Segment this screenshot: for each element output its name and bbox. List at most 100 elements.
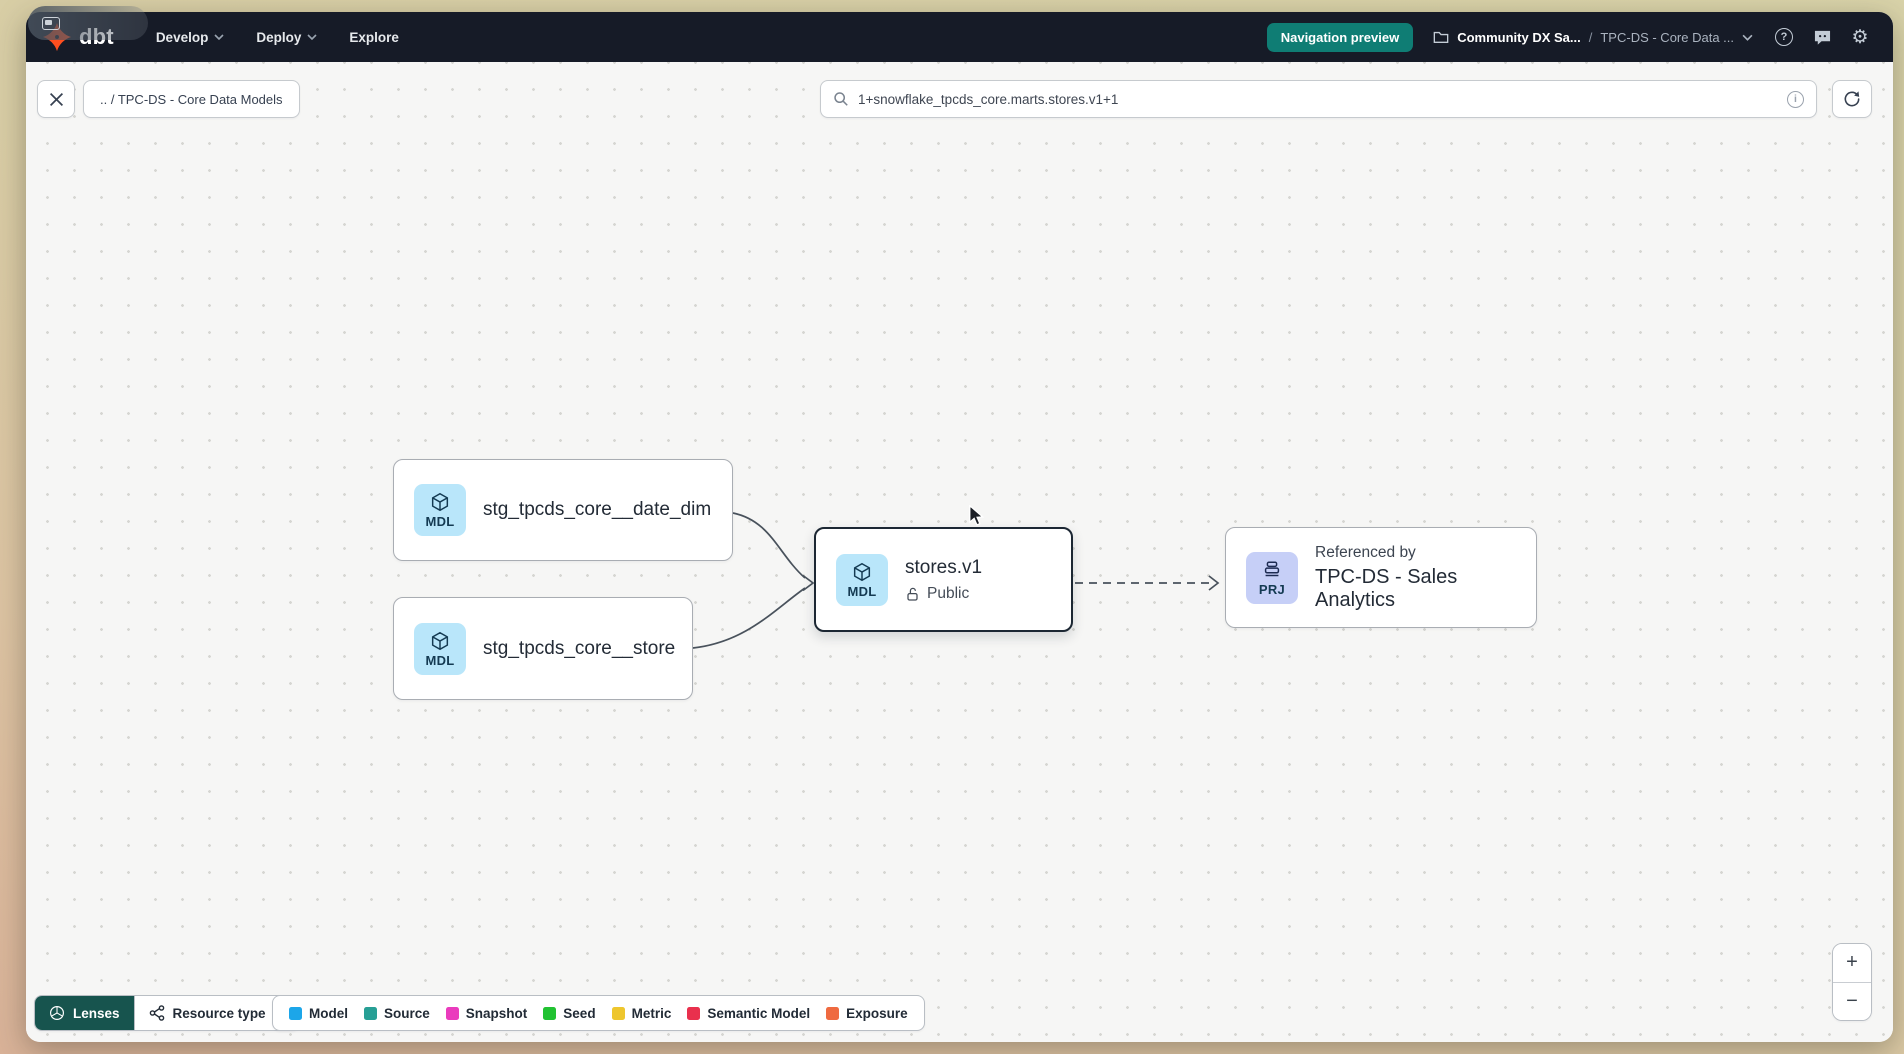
node-stg-tpcds-core-date-dim[interactable]: MDL stg_tpcds_core__date_dim: [393, 459, 733, 561]
lenses-label: Lenses: [73, 1005, 120, 1021]
menu-explore[interactable]: Explore: [337, 22, 411, 53]
node-kicker: Referenced by: [1315, 543, 1416, 561]
dbt-app-window: dbt Develop Deploy Explore Navigation pr…: [26, 12, 1893, 1042]
legend-item-seed: Seed: [543, 1005, 596, 1021]
zoom-out-button[interactable]: −: [1833, 982, 1871, 1020]
breadcrumb-project: TPC-DS - Core Data ...: [1600, 29, 1734, 45]
legend-swatch: [289, 1006, 302, 1020]
legend-swatch: [611, 1006, 625, 1020]
settings-button[interactable]: ⚙: [1849, 26, 1871, 48]
project-badge: PRJ: [1246, 551, 1298, 604]
resource-type-label: Resource type: [172, 1005, 266, 1021]
menu-develop[interactable]: Develop: [144, 22, 237, 53]
breadcrumb-separator: /: [1588, 29, 1593, 45]
lens-controls: Lenses Resource type: [34, 995, 300, 1031]
legend-label: Model: [309, 1005, 348, 1021]
edge-date-dim-to-stores: [732, 512, 806, 579]
legend-swatch: [445, 1006, 459, 1020]
zoom-controls: + −: [1832, 943, 1872, 1021]
chevron-down-icon: [214, 34, 224, 40]
edge-arrowhead: [1208, 575, 1220, 591]
resource-type-legend: Model Source Snapshot Seed Metric: [272, 995, 925, 1031]
node-stores-v1-selected[interactable]: MDL stores.v1 Public: [814, 527, 1073, 632]
node-label: stg_tpcds_core__date_dim: [483, 499, 712, 520]
legend-label: Exposure: [846, 1005, 908, 1021]
mouse-cursor: [969, 505, 985, 526]
breadcrumb[interactable]: Community DX Sa... / TPC-DS - Core Data …: [1433, 30, 1753, 45]
zoom-in-button[interactable]: +: [1833, 944, 1871, 983]
legend-label: Metric: [631, 1005, 672, 1021]
refresh-icon: [1844, 91, 1860, 107]
cube-icon: [431, 492, 449, 512]
node-access-row: Public: [905, 585, 982, 603]
refresh-lineage-button[interactable]: [1832, 80, 1872, 118]
feedback-button[interactable]: [1811, 26, 1833, 48]
help-button[interactable]: ?: [1773, 26, 1795, 48]
lineage-selector-input[interactable]: [858, 91, 1778, 107]
help-icon: ?: [1775, 28, 1793, 46]
screen-share-overlay: [28, 6, 148, 40]
unlock-icon: [907, 587, 918, 601]
legend-item-source: Source: [364, 1006, 430, 1021]
navbar-icon-group: ? ⚙: [1773, 26, 1871, 48]
legend-item-metric: Metric: [611, 1005, 672, 1021]
legend-label: Snapshot: [465, 1005, 528, 1021]
node-access-label: Public: [927, 584, 970, 602]
menu-develop-label: Develop: [155, 29, 209, 45]
chevron-down-icon: [307, 34, 317, 40]
model-badge: MDL: [836, 553, 888, 606]
cube-icon: [853, 562, 871, 581]
navigation-preview-badge[interactable]: Navigation preview: [1266, 22, 1414, 52]
edge-arrowhead: [802, 574, 815, 592]
legend-label: Seed: [563, 1005, 596, 1021]
badge-label: MDL: [425, 652, 455, 668]
legend-swatch: [543, 1006, 557, 1020]
model-badge: MDL: [414, 622, 466, 675]
close-icon: [49, 92, 63, 106]
close-lineage-button[interactable]: [37, 80, 75, 118]
legend-item-semantic-model: Semantic Model: [687, 1006, 810, 1021]
chat-bubble-icon: [1814, 30, 1830, 45]
legend-label: Semantic Model: [707, 1005, 811, 1021]
legend-swatch: [364, 1006, 377, 1020]
navbar-right: Navigation preview Community DX Sa... / …: [1266, 22, 1871, 52]
edge-store-to-stores: [692, 587, 806, 649]
node-label: stores.v1: [905, 556, 983, 578]
legend-swatch: [687, 1006, 701, 1020]
window-icon: [42, 16, 60, 30]
node-text-block: stores.v1 Public: [905, 557, 982, 603]
node-stg-tpcds-core-store[interactable]: MDL stg_tpcds_core__store: [393, 597, 693, 700]
lineage-search-bar[interactable]: i: [820, 80, 1817, 118]
node-label: stg_tpcds_core__store: [483, 637, 676, 659]
main-menu: Develop Deploy Explore: [144, 22, 411, 53]
model-badge: MDL: [414, 484, 466, 536]
archive-icon: [1264, 560, 1280, 576]
menu-deploy[interactable]: Deploy: [244, 22, 329, 53]
folder-icon: [1433, 31, 1449, 43]
gear-icon: ⚙: [1851, 26, 1869, 48]
breadcrumb-account: Community DX Sa...: [1457, 29, 1581, 45]
cube-icon: [431, 631, 449, 650]
lenses-button[interactable]: Lenses: [35, 996, 134, 1030]
chevron-down-icon: [1742, 34, 1753, 41]
node-text-block: Referenced by TPC-DS - Sales Analytics: [1315, 544, 1516, 612]
badge-label: MDL: [425, 514, 455, 529]
legend-item-exposure: Exposure: [826, 1006, 908, 1021]
selector-info-icon[interactable]: i: [1787, 90, 1804, 108]
badge-label: PRJ: [1258, 581, 1286, 597]
lineage-breadcrumb-chip[interactable]: .. / TPC-DS - Core Data Models: [83, 80, 300, 118]
resource-type-icon: [149, 1005, 164, 1021]
lineage-canvas[interactable]: .. / TPC-DS - Core Data Models i: [26, 62, 1893, 1042]
node-referenced-by-sales-analytics[interactable]: PRJ Referenced by TPC-DS - Sales Analyti…: [1225, 527, 1537, 628]
legend-item-snapshot: Snapshot: [445, 1005, 528, 1021]
search-icon: [834, 92, 848, 106]
badge-label: MDL: [847, 583, 877, 599]
legend-swatch: [826, 1006, 840, 1020]
legend-label: Source: [384, 1005, 430, 1021]
menu-explore-label: Explore: [349, 29, 399, 45]
legend-item-model: Model: [289, 1006, 348, 1021]
menu-deploy-label: Deploy: [256, 29, 302, 45]
node-label: TPC-DS - Sales Analytics: [1315, 565, 1458, 611]
top-navbar: dbt Develop Deploy Explore Navigation pr…: [26, 12, 1893, 62]
